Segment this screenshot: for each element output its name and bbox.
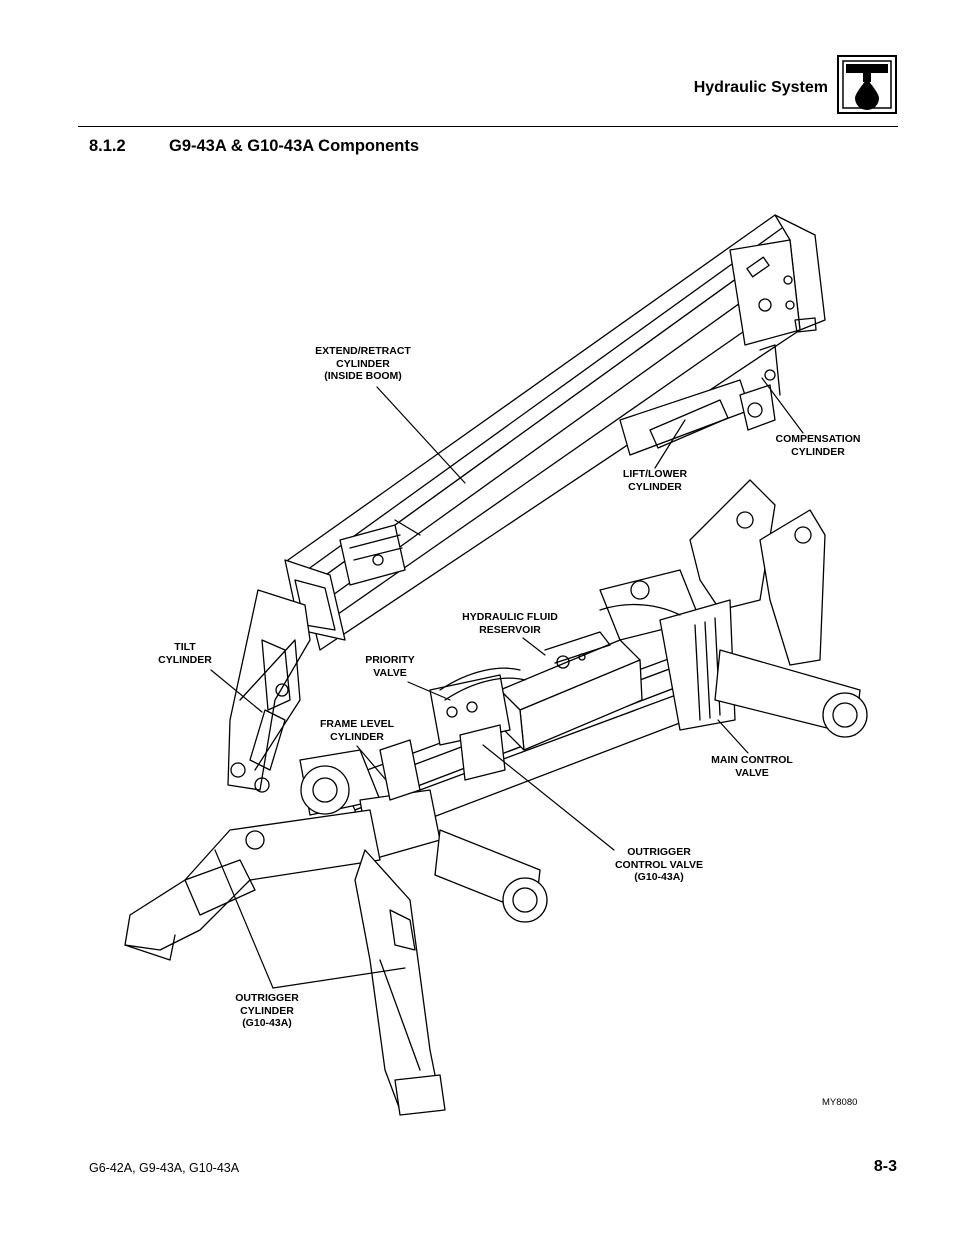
header-title: Hydraulic System: [693, 79, 828, 96]
outriggers: [124, 809, 446, 1116]
boom-assembly: [284, 214, 826, 651]
callout-main-control-valve: MAIN CONTROL VALVE: [711, 754, 793, 779]
callout-frame-level-cylinder: FRAME LEVEL CYLINDER: [319, 718, 395, 743]
lift-cylinder-area: [619, 344, 781, 456]
callout-compensation-cylinder: COMPENSATION CYLINDER: [775, 433, 861, 458]
callout-extend-retract-cylinder: EXTEND/RETRACT CYLINDER (INSIDE BOOM): [315, 345, 411, 382]
axles: [300, 649, 868, 923]
callout-hydraulic-fluid-reservoir: HYDRAULIC FLUID RESERVOIR: [462, 611, 558, 636]
hydraulic-oil-drop-icon: [837, 55, 897, 114]
callout-outrigger-cylinder: OUTRIGGER CYLINDER (G10-43A): [235, 992, 299, 1029]
callout-lift-lower-cylinder: LIFT/LOWER CYLINDER: [622, 468, 688, 493]
figure-id: MY8080: [822, 1097, 858, 1108]
section-title: G9-43A & G10-43A Components: [169, 137, 419, 155]
callout-outrigger-control-valve: OUTRIGGER CONTROL VALVE (G10-43A): [614, 846, 704, 883]
page-number: 8-3: [873, 1158, 897, 1175]
callout-tilt-cylinder: TILT CYLINDER: [158, 641, 212, 666]
header-divider: [78, 126, 898, 127]
tilt-carriage: [227, 589, 311, 793]
callout-priority-valve: PRIORITY VALVE: [365, 654, 415, 679]
section-number: 8.1.2: [89, 137, 126, 155]
callout-leaders: [210, 377, 804, 989]
section-heading: 8.1.2 G9-43A & G10-43A Components: [89, 137, 419, 156]
footer-models: G6-42A, G9-43A, G10-43A: [89, 1161, 240, 1175]
